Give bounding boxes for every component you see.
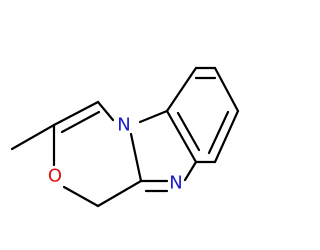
bond-benz-3 bbox=[213, 66, 240, 113]
atom-n2-label: N bbox=[169, 173, 182, 194]
bond-benz-4 bbox=[213, 109, 240, 164]
bond-methyl bbox=[10, 123, 56, 151]
bond-benz-4b bbox=[207, 110, 230, 155]
bond-c3-c4 bbox=[52, 100, 100, 127]
bond-n2-c bbox=[183, 160, 198, 182]
bond-fusion-inner bbox=[176, 111, 201, 152]
atom-o-label: O bbox=[48, 166, 62, 187]
bond-benz-1 bbox=[165, 66, 198, 113]
bond-c4-n bbox=[96, 100, 115, 122]
molecule-structure: N N O bbox=[10, 66, 240, 208]
bond-n1-c bbox=[138, 109, 169, 124]
atom-n1-label: N bbox=[117, 115, 130, 136]
bond-ch2-c bbox=[96, 179, 143, 208]
bond-lines bbox=[10, 66, 240, 208]
bond-fusion bbox=[165, 109, 198, 164]
bond-c3-c4-inner bbox=[60, 110, 101, 134]
bond-c-n1 bbox=[129, 132, 143, 183]
bond-o-ch2 bbox=[62, 185, 100, 208]
